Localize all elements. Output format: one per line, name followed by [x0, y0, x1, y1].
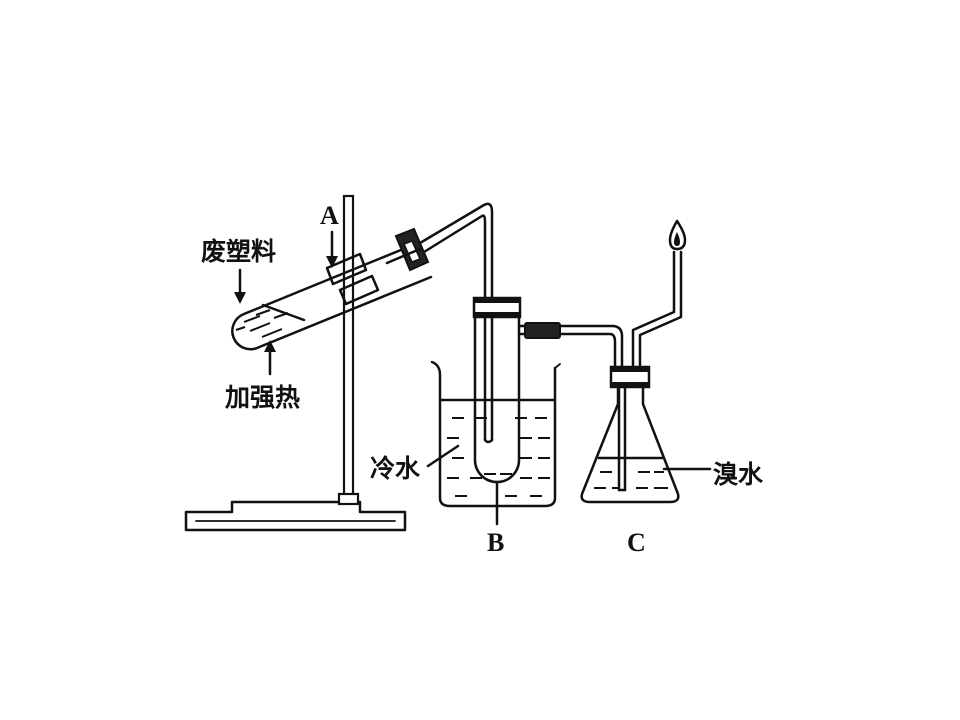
- iron-stand: [184, 194, 407, 532]
- pointer-a: [326, 230, 338, 268]
- delivery-tube-2: [524, 322, 624, 370]
- flame-icon: [668, 219, 687, 251]
- label-cold-water: 冷水: [370, 454, 421, 483]
- test-tube: [231, 227, 433, 351]
- label-c: C: [627, 528, 646, 557]
- pointer-waste-plastic: [234, 268, 246, 304]
- pointer-strong-heat: [264, 340, 276, 376]
- flask-c: [580, 250, 683, 504]
- label-strong-heat: 加强热: [224, 383, 300, 412]
- label-a: A: [320, 201, 339, 230]
- pointer-cold-water: [426, 444, 460, 468]
- cold-water-dashes: [447, 417, 550, 497]
- label-b: B: [487, 528, 504, 557]
- label-waste-plastic: 废塑料: [201, 237, 276, 266]
- bromine-water-dashes: [594, 471, 668, 489]
- label-bromine-water: 溴水: [713, 460, 764, 489]
- delivery-tube-1: [418, 202, 494, 300]
